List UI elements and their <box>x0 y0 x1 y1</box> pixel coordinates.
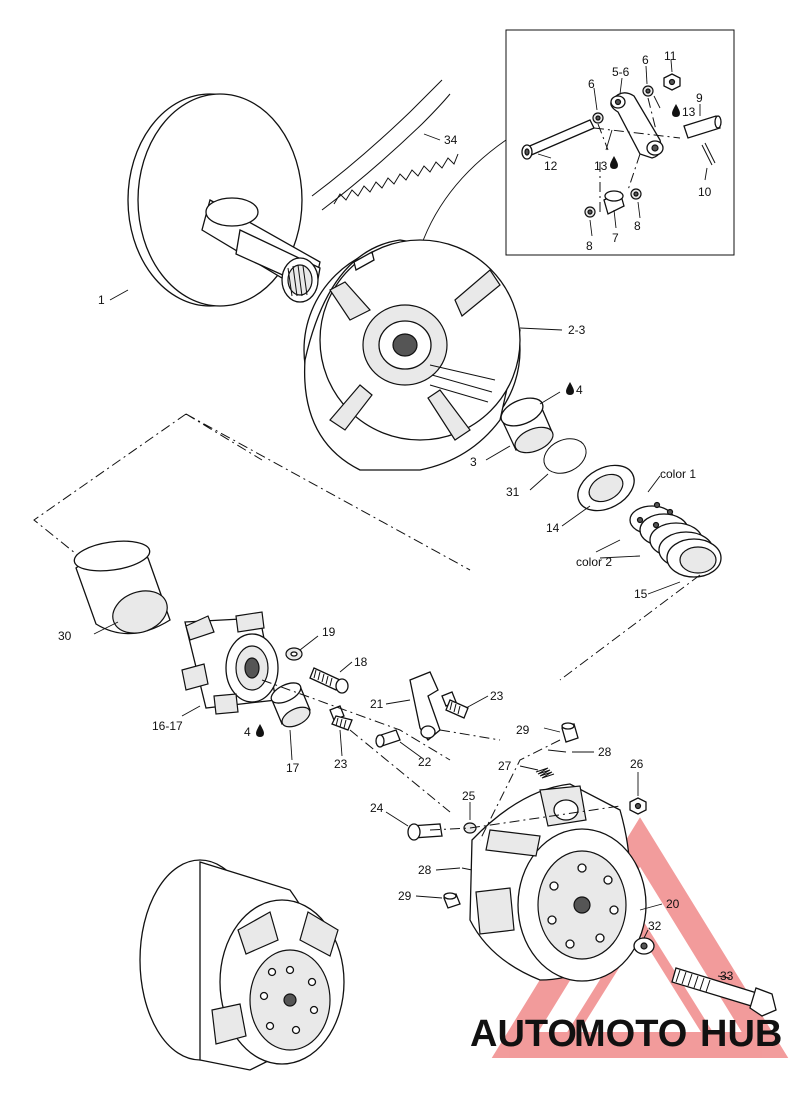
watermark-auto: AUTO <box>470 1013 577 1055</box>
callout-8-left: 8 <box>586 239 593 253</box>
callout-20: 20 <box>666 897 680 911</box>
part-32-washer <box>633 937 655 955</box>
callout-21: 21 <box>370 697 384 711</box>
part-5-6-lever-arm <box>610 92 664 159</box>
callout-34: 34 <box>444 133 458 147</box>
detail-inset-frame <box>505 29 735 256</box>
callout-23-right: 23 <box>490 689 504 703</box>
callout-4-lower: 4 <box>244 725 251 739</box>
callout-color-1: color 1 <box>660 467 696 481</box>
callout-5-6: 5-6 <box>612 65 630 79</box>
callout-13-left: 13 <box>594 159 608 173</box>
callout-18: 18 <box>354 655 368 669</box>
inset-parts <box>521 73 722 218</box>
callout-23-left: 23 <box>334 757 348 771</box>
part-14-thrust-washer <box>577 464 635 512</box>
watermark-logo: AUTO MOTO HUB <box>470 1013 782 1055</box>
callout-25: 25 <box>462 789 476 803</box>
callout-29-lower: 29 <box>398 889 412 903</box>
part-21-flyweight <box>409 671 441 741</box>
callout-28-upper: 28 <box>598 745 612 759</box>
part-10-cotter-pin <box>701 142 716 166</box>
part-12-pin <box>521 119 595 160</box>
callout-22: 22 <box>418 755 432 769</box>
callout-26: 26 <box>630 757 644 771</box>
callout-7: 7 <box>612 231 619 245</box>
callout-15: 15 <box>634 587 648 601</box>
part-7-bushing <box>603 190 625 215</box>
callout-6-left: 6 <box>588 77 595 91</box>
callout-30: 30 <box>58 629 72 643</box>
part-23-screw-left <box>329 705 353 731</box>
part-26-nut <box>629 797 647 815</box>
callout-32: 32 <box>648 919 662 933</box>
part-23-screw-right <box>441 691 469 719</box>
watermark-hub: HUB <box>700 1013 782 1055</box>
callout-24: 24 <box>370 801 384 815</box>
oil-drop-icon <box>256 724 264 737</box>
part-28-pin-upper <box>547 749 567 753</box>
callout-27: 27 <box>498 759 512 773</box>
assembled-clutch-view <box>139 859 345 1071</box>
assembly-axis-lines <box>261 679 621 841</box>
part-15-spring <box>629 501 722 578</box>
callout-3: 3 <box>470 455 477 469</box>
part-19-washer <box>285 647 303 661</box>
callout-8-right: 8 <box>634 219 641 233</box>
part-24-bolt <box>407 823 443 841</box>
callout-13-right: 13 <box>682 105 696 119</box>
callout-12: 12 <box>544 159 558 173</box>
oil-drop-icon <box>610 156 618 169</box>
callout-17: 17 <box>286 761 300 775</box>
callout-33: 33 <box>720 969 734 983</box>
oil-drop-icon <box>672 104 680 117</box>
part-33-bolt <box>671 967 777 1017</box>
callout-14: 14 <box>546 521 560 535</box>
callout-29-upper: 29 <box>516 723 530 737</box>
callout-19: 19 <box>322 625 336 639</box>
callout-1: 1 <box>98 293 105 307</box>
part-30-sleeve <box>73 540 171 635</box>
part-27-spring <box>535 767 555 779</box>
part-29-roller-upper <box>561 722 579 743</box>
part-22-roller-pin <box>375 729 401 748</box>
callout-28-lower: 28 <box>418 863 432 877</box>
callout-color-2: color 2 <box>576 555 612 569</box>
callout-6-right: 6 <box>642 53 649 67</box>
part-29-roller-lower <box>443 892 461 909</box>
callout-2-3: 2-3 <box>568 323 586 337</box>
part-18-screw <box>309 667 349 694</box>
callout-10: 10 <box>698 185 712 199</box>
part-3-ring <box>500 397 554 454</box>
part-2-3-movable-sheave <box>303 239 521 471</box>
part-16-17-spider <box>181 611 279 715</box>
oil-drop-icon <box>566 382 574 395</box>
callout-31: 31 <box>506 485 520 499</box>
callout-leaders <box>93 133 731 979</box>
part-17-bushing <box>270 682 311 728</box>
callout-labels: 1 2-3 4 3 31 14 color 1 color 2 15 34 5-… <box>58 49 734 983</box>
part-31-circlip <box>543 438 587 474</box>
callout-11: 11 <box>664 49 677 63</box>
assembly-outline <box>33 413 701 681</box>
watermark-moto: MOTO <box>574 1013 687 1055</box>
callout-4: 4 <box>576 383 583 397</box>
part-34-drive-belt <box>311 79 459 211</box>
callout-9: 9 <box>696 91 703 105</box>
part-20-governor-cup <box>469 783 647 982</box>
part-9-shaft <box>683 115 722 139</box>
callout-16-17: 16-17 <box>152 719 183 733</box>
part-1-fixed-sheave <box>127 93 321 307</box>
